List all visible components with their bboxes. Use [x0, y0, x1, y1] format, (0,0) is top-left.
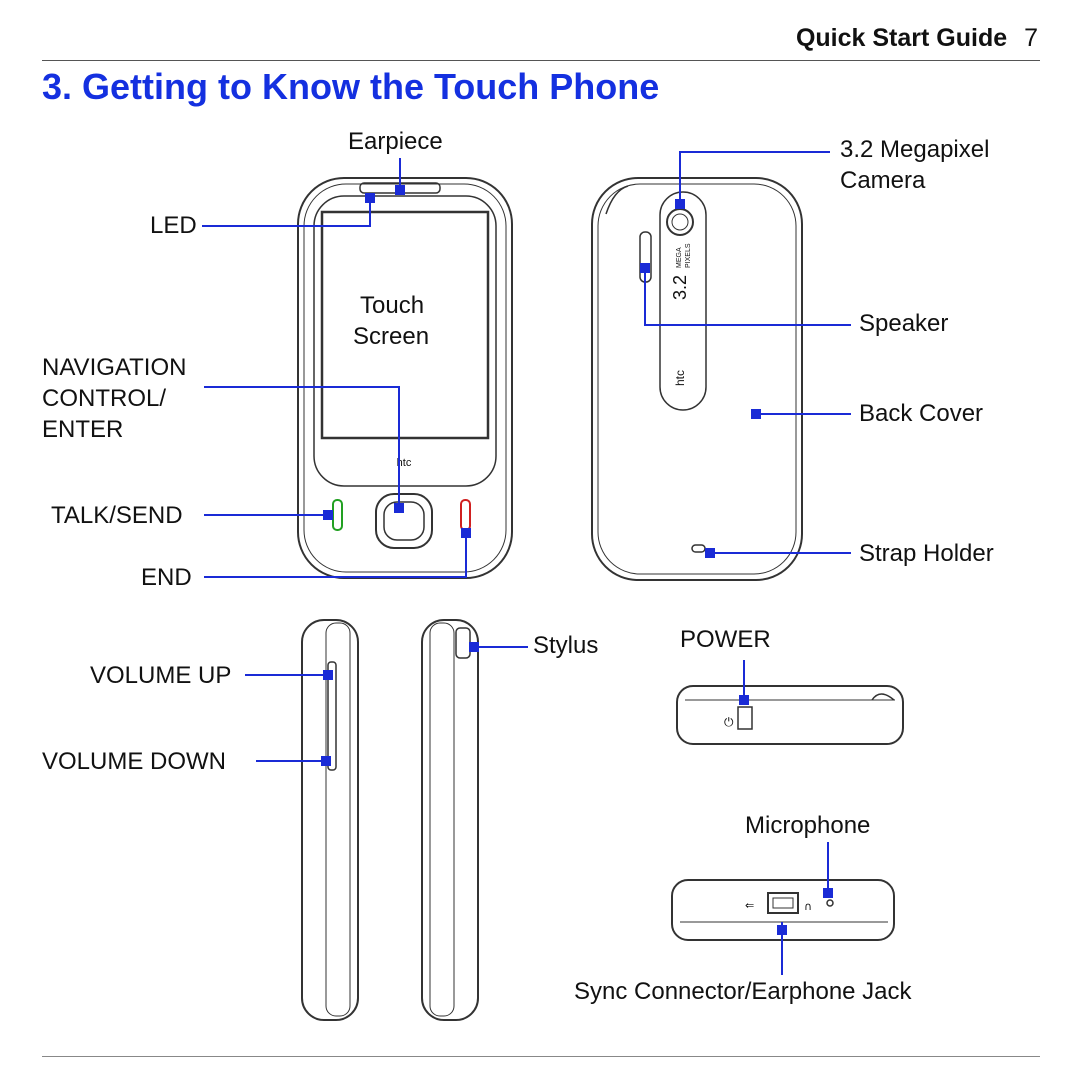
camera-module-marking: 3.2 MEGA PIXELS	[670, 243, 692, 300]
label-touch-screen-2: Screen	[353, 323, 430, 350]
page-number: 7	[1024, 24, 1038, 52]
footer-rule	[42, 1056, 1040, 1057]
label-led: LED	[150, 212, 197, 239]
marker-microphone	[823, 888, 833, 898]
label-touch-screen-1: Touch	[360, 292, 425, 319]
label-strap-holder: Strap Holder	[859, 540, 994, 567]
label-sync-connector: Sync Connector/Earphone Jack	[574, 978, 912, 1005]
marker-talk-send	[323, 510, 333, 520]
section-title: 3. Getting to Know the Touch Phone	[42, 66, 660, 107]
phone-front	[297, 177, 513, 579]
label-earpiece: Earpiece	[348, 128, 443, 155]
marker-stylus	[469, 642, 479, 652]
label-navigation-2: CONTROL/	[42, 385, 167, 412]
label-microphone: Microphone	[745, 812, 871, 839]
callout-lines	[202, 151, 851, 975]
marker-camera	[675, 199, 685, 209]
svg-text:PIXELS: PIXELS	[685, 243, 692, 268]
phone-top-view	[676, 685, 904, 745]
guide-title: Quick Start Guide	[795, 24, 1008, 52]
label-speaker: Speaker	[859, 310, 949, 337]
marker-volume-down	[321, 756, 331, 766]
power-symbol-icon: ⏻	[724, 715, 734, 729]
marker-sync-connector	[777, 925, 787, 935]
front-brand-logo: htc	[397, 457, 412, 469]
headphone-icon: ∩	[804, 900, 812, 913]
label-end: END	[141, 564, 192, 591]
label-camera-1: 3.2 Megapixel	[840, 136, 990, 163]
running-head: Quick Start Guide 7	[796, 24, 1038, 53]
marker-power	[739, 695, 749, 705]
label-volume-up: VOLUME UP	[90, 662, 232, 689]
label-power: POWER	[680, 626, 771, 653]
marker-volume-up	[323, 670, 333, 680]
marker-back-cover	[751, 409, 761, 419]
label-back-cover: Back Cover	[859, 400, 984, 427]
label-talk-send: TALK/SEND	[51, 502, 183, 529]
label-volume-down: VOLUME DOWN	[42, 748, 227, 775]
callout-markers	[321, 185, 833, 935]
marker-earpiece	[395, 185, 405, 195]
label-camera-2: Camera	[840, 167, 926, 194]
phone-side-right	[421, 619, 479, 1021]
phone-back	[591, 177, 803, 581]
label-navigation-3: ENTER	[42, 416, 124, 443]
marker-navigation	[394, 503, 404, 513]
usb-icon: ⇐	[745, 899, 754, 912]
marker-led	[365, 193, 375, 203]
marker-strap-holder	[705, 548, 715, 558]
marker-speaker	[640, 263, 650, 273]
svg-text:3.2: 3.2	[670, 275, 690, 300]
marker-end	[461, 528, 471, 538]
label-stylus: Stylus	[533, 632, 599, 659]
back-brand-logo: htc	[673, 370, 687, 386]
svg-text:MEGA: MEGA	[676, 247, 683, 268]
header-rule	[42, 60, 1040, 61]
phone-side-left	[301, 619, 359, 1021]
label-navigation-1: NAVIGATION	[42, 354, 187, 381]
